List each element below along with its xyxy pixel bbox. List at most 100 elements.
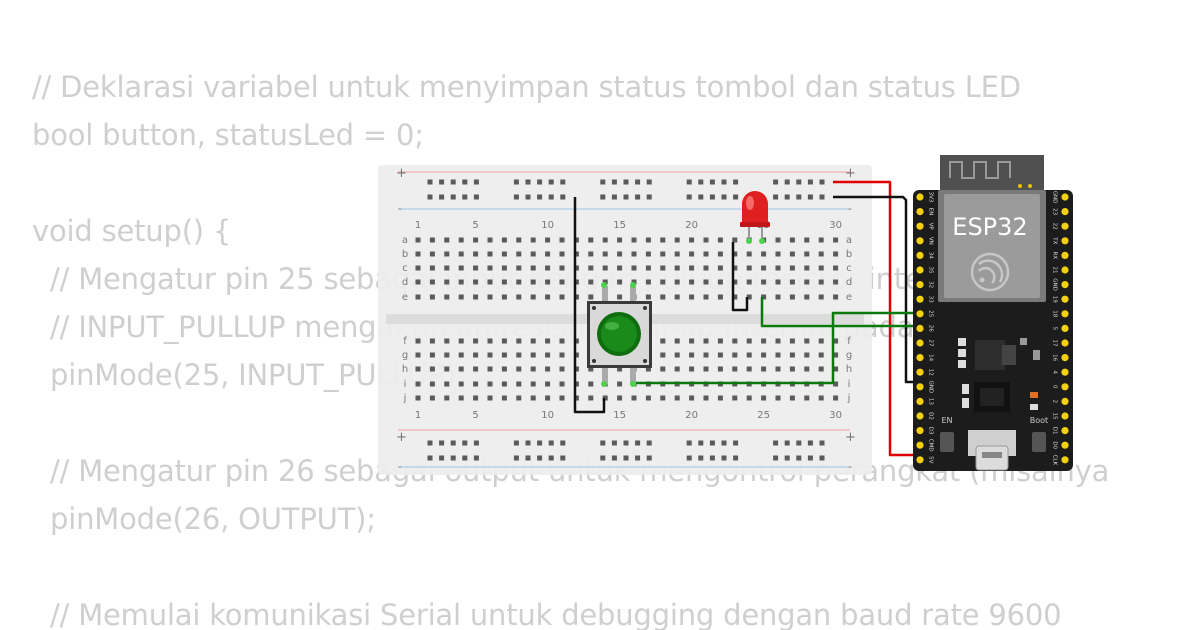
rail-hole[interactable] [600,194,606,200]
breadboard-hole[interactable] [501,265,507,271]
rail-hole[interactable] [513,440,519,446]
breadboard-hole[interactable] [487,395,493,401]
esp32-pin[interactable] [916,251,924,259]
rail-hole[interactable] [686,179,692,185]
rail-hole[interactable] [807,194,813,200]
breadboard-hole[interactable] [487,338,493,344]
breadboard-hole[interactable] [473,279,479,285]
breadboard-hole[interactable] [674,366,680,372]
breadboard-hole[interactable] [818,237,824,243]
breadboard-hole[interactable] [674,294,680,300]
breadboard-hole[interactable] [501,395,507,401]
rail-hole[interactable] [709,440,715,446]
esp32-pin[interactable] [916,222,924,230]
breadboard-hole[interactable] [516,352,522,358]
breadboard-hole[interactable] [703,251,709,257]
breadboard-hole[interactable] [501,366,507,372]
rail-hole[interactable] [600,455,606,461]
breadboard-hole[interactable] [732,395,738,401]
breadboard-hole[interactable] [444,381,450,387]
rail-hole[interactable] [709,194,715,200]
rail-hole[interactable] [796,440,802,446]
breadboard-hole[interactable] [516,294,522,300]
breadboard-hole[interactable] [746,338,752,344]
rail-hole[interactable] [784,179,790,185]
rail-hole[interactable] [439,194,445,200]
breadboard-hole[interactable] [833,265,839,271]
boot-button[interactable] [1032,432,1046,452]
rail-hole[interactable] [807,179,813,185]
breadboard-hole[interactable] [703,366,709,372]
breadboard-hole[interactable] [516,395,522,401]
breadboard-hole[interactable] [631,251,637,257]
breadboard-hole[interactable] [717,338,723,344]
rail-hole[interactable] [784,455,790,461]
breadboard-hole[interactable] [415,352,421,358]
breadboard-hole[interactable] [689,265,695,271]
breadboard-hole[interactable] [487,251,493,257]
breadboard-hole[interactable] [703,294,709,300]
rail-hole[interactable] [611,440,617,446]
breadboard-hole[interactable] [602,251,608,257]
esp32-pin[interactable] [1061,383,1069,391]
rail-hole[interactable] [784,440,790,446]
breadboard-hole[interactable] [717,294,723,300]
breadboard-hole[interactable] [732,366,738,372]
breadboard-hole[interactable] [789,251,795,257]
rail-hole[interactable] [537,455,543,461]
esp32-pin[interactable] [916,412,924,420]
esp32-pin[interactable] [1061,266,1069,274]
rail-hole[interactable] [513,455,519,461]
breadboard-hole[interactable] [559,338,565,344]
breadboard-hole[interactable] [689,352,695,358]
breadboard-hole[interactable] [689,251,695,257]
breadboard-hole[interactable] [833,352,839,358]
breadboard-hole[interactable] [444,352,450,358]
breadboard-hole[interactable] [429,395,435,401]
rail-hole[interactable] [525,179,531,185]
breadboard-hole[interactable] [645,251,651,257]
breadboard-hole[interactable] [660,265,666,271]
rail-hole[interactable] [427,179,433,185]
breadboard-hole[interactable] [818,395,824,401]
breadboard-hole[interactable] [804,338,810,344]
breadboard-hole[interactable] [588,366,594,372]
rail-hole[interactable] [784,194,790,200]
breadboard-hole[interactable] [458,279,464,285]
breadboard-hole[interactable] [775,237,781,243]
breadboard-hole[interactable] [631,265,637,271]
breadboard-hole[interactable] [804,395,810,401]
rail-hole[interactable] [427,194,433,200]
breadboard-hole[interactable] [487,352,493,358]
breadboard-hole[interactable] [789,279,795,285]
rail-hole[interactable] [686,440,692,446]
breadboard-hole[interactable] [545,352,551,358]
breadboard-hole[interactable] [818,352,824,358]
esp32-pin[interactable] [1061,310,1069,318]
breadboard-hole[interactable] [559,237,565,243]
breadboard-hole[interactable] [732,251,738,257]
esp32-pin[interactable] [1061,441,1069,449]
rail-hole[interactable] [473,179,479,185]
breadboard-hole[interactable] [761,338,767,344]
breadboard-hole[interactable] [429,265,435,271]
rail-hole[interactable] [773,194,779,200]
breadboard-hole[interactable] [674,279,680,285]
breadboard-hole[interactable] [645,237,651,243]
breadboard-hole[interactable] [645,366,651,372]
breadboard-hole[interactable] [617,237,623,243]
breadboard-hole[interactable] [588,237,594,243]
breadboard-hole[interactable] [703,338,709,344]
esp32-pin[interactable] [916,456,924,464]
rail-hole[interactable] [462,179,468,185]
esp32-pin[interactable] [916,237,924,245]
breadboard-hole[interactable] [545,338,551,344]
breadboard-hole[interactable] [530,338,536,344]
breadboard-hole[interactable] [501,294,507,300]
breadboard-hole[interactable] [761,352,767,358]
rail-hole[interactable] [819,455,825,461]
rail-hole[interactable] [773,440,779,446]
rail-hole[interactable] [450,440,456,446]
breadboard-hole[interactable] [573,251,579,257]
breadboard-hole[interactable] [501,237,507,243]
